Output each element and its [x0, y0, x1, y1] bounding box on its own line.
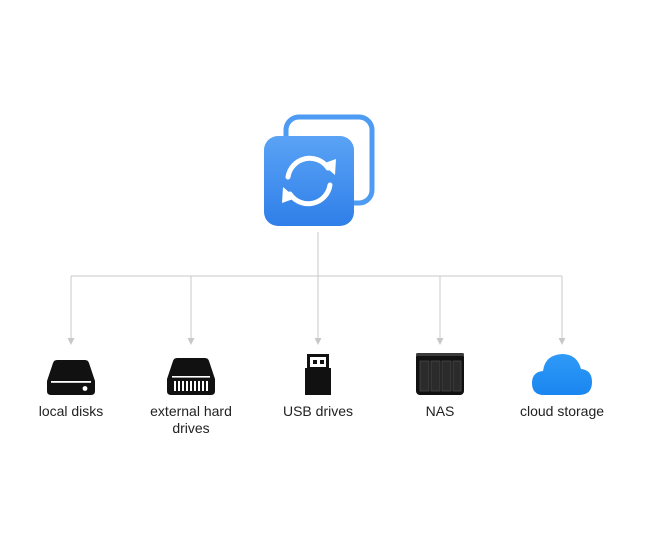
cloud-icon	[532, 354, 592, 395]
target-label: NAS	[425, 403, 455, 419]
target-label: external hard drives	[150, 403, 232, 436]
sync-app-icon	[264, 114, 375, 226]
target-nas: NAS	[380, 348, 500, 420]
target-cloud-storage: cloud storage	[502, 348, 622, 420]
arrowhead	[314, 338, 322, 345]
usb-drive-icon	[305, 354, 331, 395]
target-label: cloud storage	[519, 403, 605, 419]
arrowhead	[187, 338, 195, 345]
arrowhead	[558, 338, 566, 345]
target-local-disks: local disks	[11, 348, 131, 420]
target-label: local disks	[38, 403, 104, 419]
nas-icon	[416, 353, 464, 395]
external-hard-drive-icon	[167, 358, 215, 395]
arrowhead	[436, 338, 444, 345]
target-external-hard-drives: external hard drives	[131, 348, 251, 437]
target-usb-drives: USB drives	[258, 348, 378, 420]
arrowhead	[67, 338, 75, 345]
hard-disk-icon	[47, 360, 95, 395]
target-label: USB drives	[282, 403, 354, 419]
